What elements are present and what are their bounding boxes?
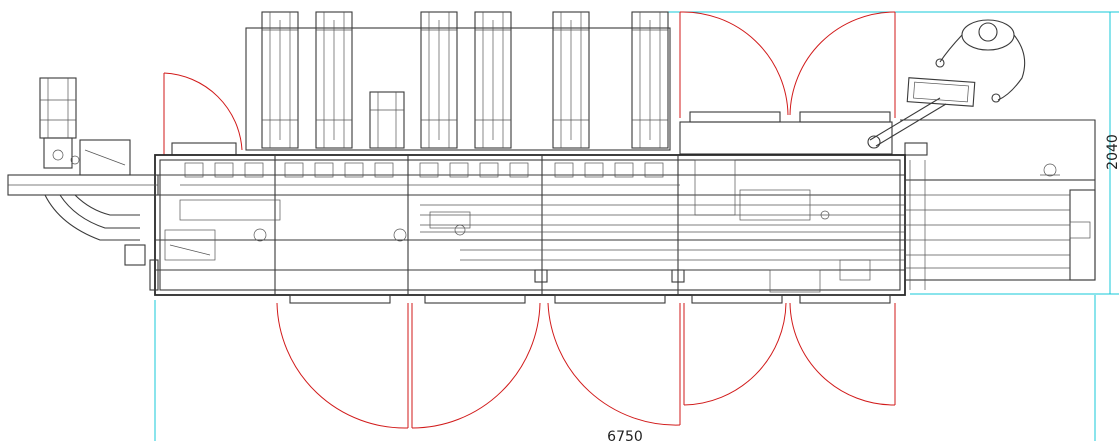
operator-figure-icon xyxy=(935,19,1026,103)
dimension-length-label: 6750 xyxy=(607,429,643,441)
magazine-towers xyxy=(261,11,669,149)
dimension-width-label: 2040 xyxy=(1105,134,1119,170)
machine-body xyxy=(7,11,1096,304)
door-swing-arcs xyxy=(163,11,896,429)
infeed-conveyor xyxy=(7,77,159,266)
control-panel-icon xyxy=(867,77,976,149)
dimension-lines xyxy=(154,11,1119,441)
outfeed-conveyor xyxy=(904,160,1096,290)
